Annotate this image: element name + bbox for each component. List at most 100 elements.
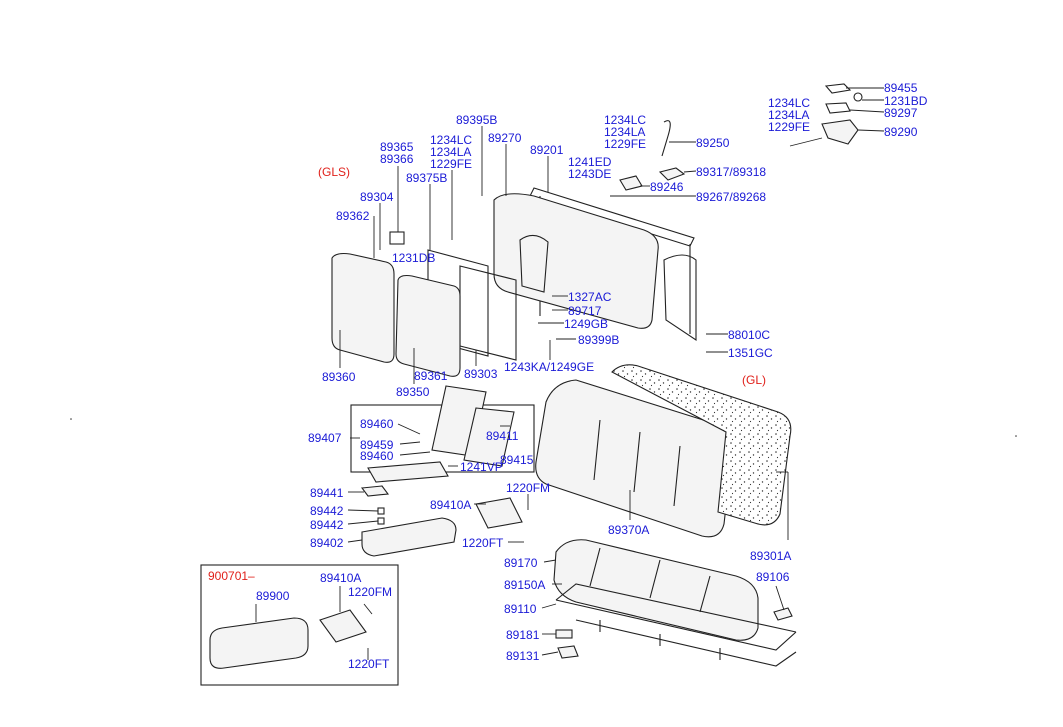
label-89411: 89411	[486, 429, 519, 443]
label-89399B: 89399B	[578, 333, 619, 347]
seat-cushion-89170-drawing	[553, 539, 759, 641]
back-cushion-89360-drawing	[331, 252, 395, 363]
label-89201: 89201	[530, 143, 564, 157]
label-89361: 89361	[414, 369, 448, 383]
part-89441-drawing	[360, 485, 390, 497]
label-89362: 89362	[336, 209, 370, 223]
armrest-89402-drawing	[361, 517, 457, 557]
leader-lines	[255, 87, 885, 660]
part-89131-drawing	[557, 645, 579, 659]
label-89246: 89246	[650, 180, 684, 194]
label-89110: 89110	[504, 602, 537, 616]
label-89250: 89250	[696, 136, 730, 150]
part-89181-drawing	[555, 629, 573, 639]
armrest-89415-drawing	[463, 407, 515, 467]
label-89441: 89441	[310, 486, 344, 500]
label-89131: 89131	[506, 649, 540, 663]
label-89442-b: 89442	[310, 518, 344, 532]
bracket-89410A-drawing	[475, 497, 523, 529]
cable-89250-drawing	[661, 120, 671, 157]
inset-box	[200, 564, 399, 686]
label-89170: 89170	[504, 556, 538, 570]
label-1327AC: 1327AC	[568, 290, 612, 304]
inset-label-89410A: 89410A	[320, 571, 361, 585]
label-89106: 89106	[756, 570, 790, 584]
inset-bracket-drawing	[319, 609, 367, 643]
label-1220FT: 1220FT	[462, 536, 504, 550]
label-89365: 89365	[380, 140, 414, 154]
hinge-89317-drawing	[658, 167, 686, 181]
latch-89365-drawing	[389, 231, 405, 245]
bracket-89246-drawing	[619, 175, 643, 191]
seat-back-frame-inner	[519, 234, 549, 293]
label-1234LA-l: 1234LA	[430, 145, 471, 159]
part-89106-drawing	[773, 607, 793, 621]
label-1234LA-m: 1234LA	[604, 125, 645, 139]
label-89150A: 89150A	[504, 578, 545, 592]
label-89717: 89717	[568, 304, 602, 318]
seat-back-89301A-drawing	[611, 364, 792, 526]
seat-back-89370A-seams	[593, 419, 681, 507]
part-89442a-drawing	[377, 507, 385, 515]
label-1220FM: 1220FM	[506, 481, 550, 495]
label-88010C: 88010C	[728, 328, 770, 342]
variant-gl-label: (GL)	[742, 373, 766, 387]
seat-back-side-panel	[663, 254, 697, 342]
armrest-tray-drawing	[367, 461, 449, 483]
label-1243DE: 1243DE	[568, 167, 611, 181]
label-89270: 89270	[488, 131, 522, 145]
label-1229FE-l: 1229FE	[430, 157, 472, 171]
clip-89455-drawing	[824, 83, 852, 94]
label-89460-a: 89460	[360, 417, 394, 431]
label-89460-b: 89460	[360, 449, 394, 463]
label-1229FE-tr: 1229FE	[768, 120, 810, 134]
label-89301A: 89301A	[750, 549, 791, 563]
clip-89297-drawing	[825, 102, 851, 114]
label-1243KA-1249GE: 1243KA/1249GE	[504, 360, 594, 374]
label-89410A: 89410A	[430, 498, 471, 512]
label-1249GB: 1249GB	[564, 317, 608, 331]
seat-frame-legs	[599, 620, 721, 660]
label-89317-89318: 89317/89318	[696, 165, 766, 179]
back-cushion-89361-drawing	[395, 274, 461, 377]
inset-code-label: 900701–	[208, 569, 255, 583]
label-1234LC-m: 1234LC	[604, 113, 646, 127]
label-89304: 89304	[360, 190, 394, 204]
label-89402: 89402	[310, 536, 344, 550]
label-1234LA-tr: 1234LA	[768, 108, 809, 122]
label-89370A: 89370A	[608, 523, 649, 537]
stray-dot-right	[1015, 435, 1017, 437]
label-1229FE-m: 1229FE	[604, 137, 646, 151]
label-89407: 89407	[308, 431, 342, 445]
label-89442-a: 89442	[310, 504, 344, 518]
inset-label-1220FT: 1220FT	[348, 657, 390, 671]
label-89395B: 89395B	[456, 113, 497, 127]
label-1234LC-tr: 1234LC	[768, 96, 810, 110]
part-drawings	[200, 83, 863, 686]
label-1351GC: 1351GC	[728, 346, 773, 360]
label-89459: 89459	[360, 438, 394, 452]
seat-frame-89110-drawing	[555, 583, 797, 667]
seat-back-89270-drawing	[493, 193, 659, 329]
inset-label-89900: 89900	[256, 589, 290, 603]
labels: (GLS) (GL) 89455 1231BD 89297 89290 1234…	[208, 81, 928, 671]
seat-cushion-seams	[589, 547, 711, 613]
label-89303: 89303	[464, 367, 498, 381]
stray-dot-left	[70, 418, 72, 420]
label-89267-89268: 89267/89268	[696, 190, 766, 204]
label-89375B: 89375B	[406, 171, 447, 185]
part-89442b-drawing	[377, 517, 385, 525]
label-1231DB: 1231DB	[392, 251, 435, 265]
label-89290: 89290	[884, 125, 918, 139]
label-89181: 89181	[506, 628, 540, 642]
label-89366: 89366	[380, 152, 414, 166]
label-1241VP: 1241VP	[460, 460, 503, 474]
seat-back-89370A-drawing	[535, 379, 734, 538]
label-1231BD-top: 1231BD	[884, 94, 928, 108]
label-89350: 89350	[396, 385, 430, 399]
variant-gls-label: (GLS)	[318, 165, 350, 179]
label-1234LC-l: 1234LC	[430, 133, 472, 147]
bracket-89290-drawing	[821, 119, 859, 145]
label-1241ED: 1241ED	[568, 155, 612, 169]
